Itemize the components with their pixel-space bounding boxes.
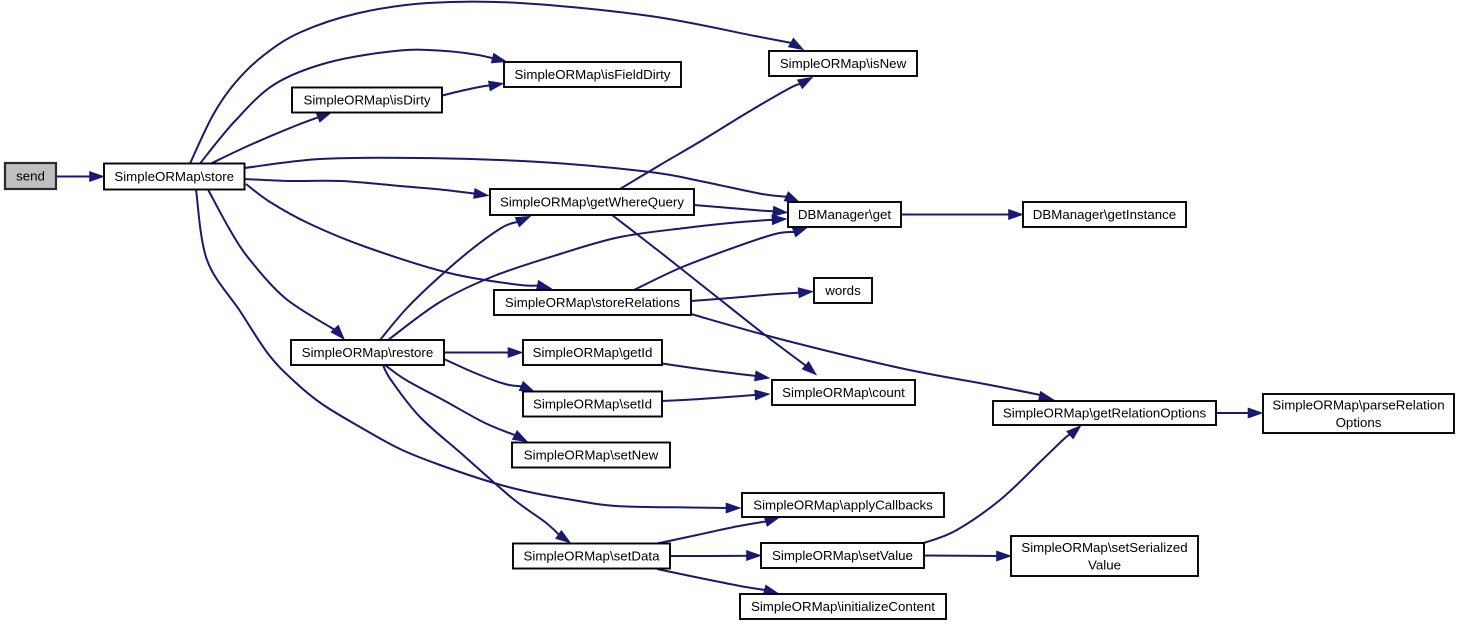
svg-text:DBManager\get: DBManager\get [798,207,891,222]
svg-text:DBManager\getInstance: DBManager\getInstance [1033,207,1176,222]
svg-text:SimpleORMap\setData: SimpleORMap\setData [524,549,661,564]
svg-text:SimpleORMap\getRelationOptions: SimpleORMap\getRelationOptions [1003,406,1207,421]
svg-text:SimpleORMap\setNew: SimpleORMap\setNew [524,448,659,463]
svg-text:SimpleORMap\applyCallbacks: SimpleORMap\applyCallbacks [753,498,933,513]
svg-text:SimpleORMap\setId: SimpleORMap\setId [533,397,652,412]
svg-text:SimpleORMap\store: SimpleORMap\store [114,169,234,184]
svg-text:SimpleORMap\isDirty: SimpleORMap\isDirty [303,93,430,108]
svg-text:words: words [824,283,861,298]
svg-text:SimpleORMap\getWhereQuery: SimpleORMap\getWhereQuery [500,195,684,210]
svg-text:SimpleORMap\initializeContent: SimpleORMap\initializeContent [751,599,935,614]
svg-text:SimpleORMap\isNew: SimpleORMap\isNew [780,56,907,71]
svg-text:SimpleORMap\setSerialized: SimpleORMap\setSerialized [1021,540,1187,555]
svg-text:SimpleORMap\isFieldDirty: SimpleORMap\isFieldDirty [515,67,671,82]
svg-text:SimpleORMap\getId: SimpleORMap\getId [533,345,653,360]
svg-text:Options: Options [1336,415,1382,430]
svg-text:SimpleORMap\storeRelations: SimpleORMap\storeRelations [505,295,680,310]
svg-text:SimpleORMap\count: SimpleORMap\count [782,385,905,400]
svg-text:send: send [16,169,45,184]
svg-text:SimpleORMap\setValue: SimpleORMap\setValue [772,548,913,563]
svg-text:Value: Value [1088,557,1121,572]
svg-text:SimpleORMap\parseRelation: SimpleORMap\parseRelation [1272,398,1444,413]
svg-text:SimpleORMap\restore: SimpleORMap\restore [302,345,434,360]
